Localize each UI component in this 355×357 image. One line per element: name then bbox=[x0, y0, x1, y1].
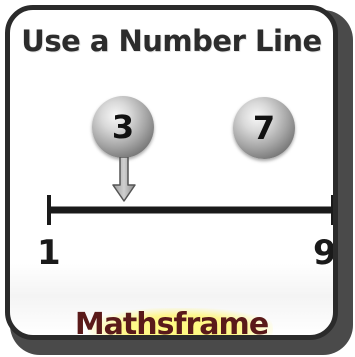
game-title: Use a Number Line bbox=[21, 24, 322, 58]
number-line-end-label: 9 bbox=[313, 233, 337, 273]
counter-label: 3 bbox=[111, 108, 135, 146]
brand-logo-text: Mathsframe bbox=[74, 307, 269, 340]
number-counter-3[interactable]: 3 bbox=[92, 96, 154, 158]
brand-highlight bbox=[88, 308, 273, 335]
down-arrow-icon bbox=[112, 157, 136, 202]
game-card[interactable]: Use a Number Line 3 7 1 9 Mathsf bbox=[5, 5, 338, 340]
number-counter-7[interactable]: 7 bbox=[233, 97, 295, 159]
number-line-start-label: 1 bbox=[37, 233, 61, 273]
counter-label: 7 bbox=[252, 109, 276, 147]
number-line bbox=[47, 195, 333, 225]
